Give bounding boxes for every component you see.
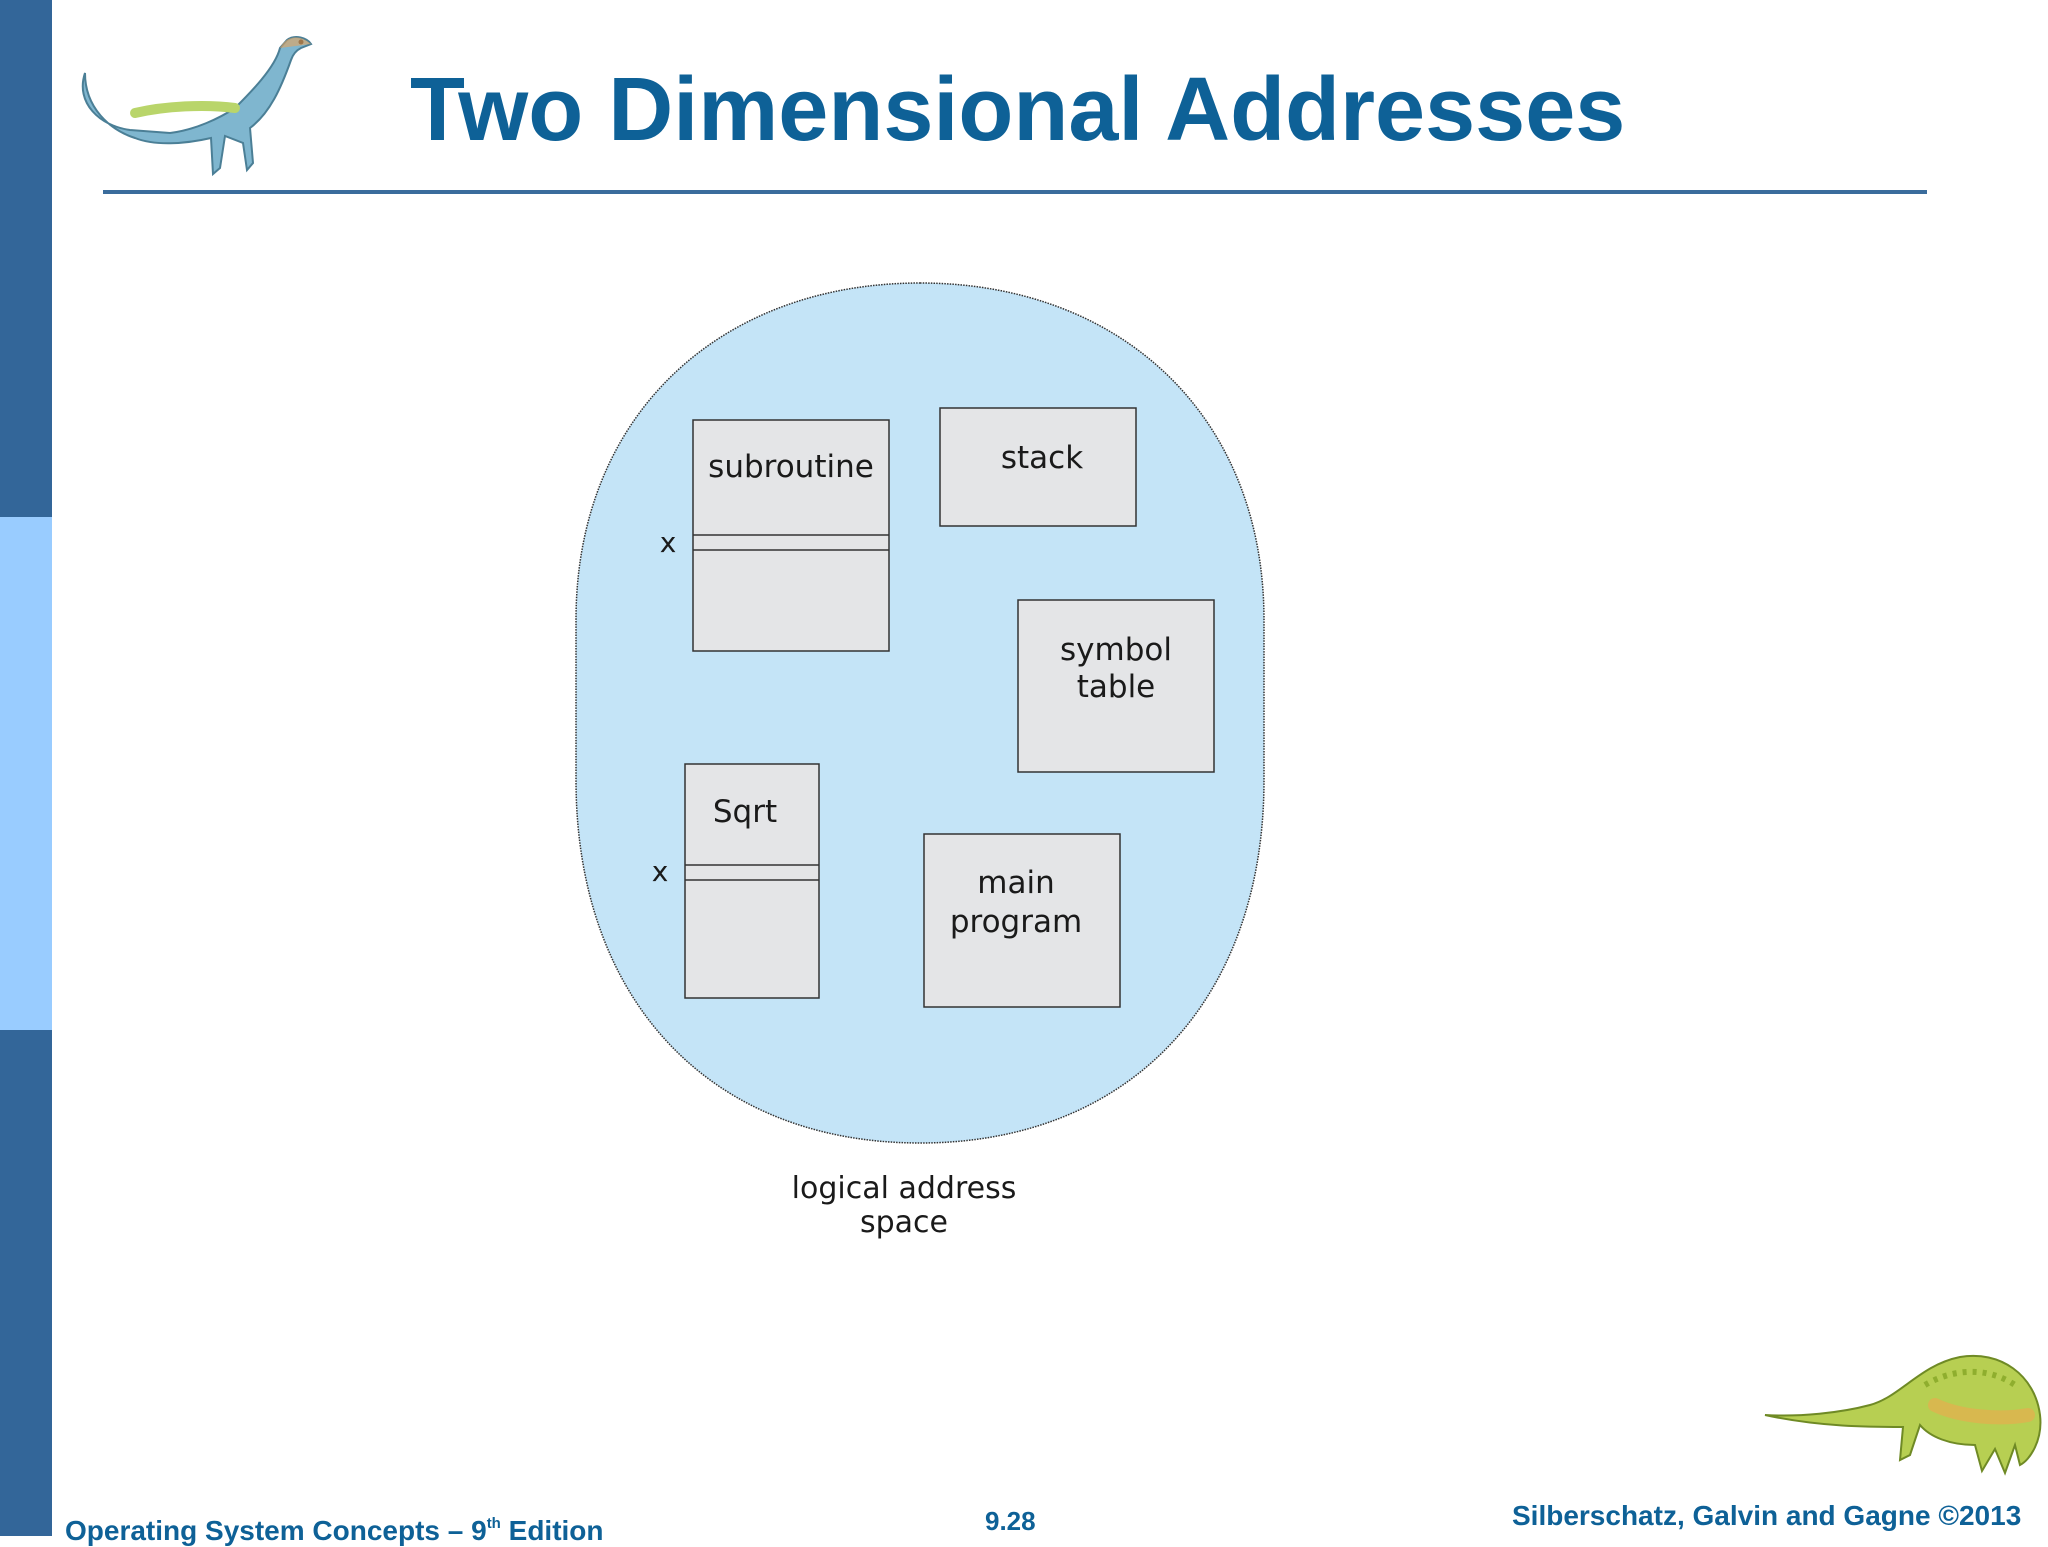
segment-label-main: main [977,865,1054,901]
segment-stack: stack [939,407,1137,527]
slide-title: Two Dimensional Addresses [410,60,1626,160]
segment-sqrt: Sqrt [684,763,820,999]
segment-label-subroutine: subroutine [708,449,874,485]
caption-logical-address: logical address [792,1171,1017,1206]
page-number: 9.28 [985,1506,1036,1536]
segment-main-program: main program [923,833,1121,1008]
segment-label-stack: stack [1001,440,1083,476]
segment-label-sqrt: Sqrt [713,794,777,830]
footer-book-title: Operating System Concepts – 9th Edition [65,1515,604,1546]
offset-marker-subroutine: x [660,526,677,559]
caption-space: space [860,1205,948,1240]
segment-label-program: program [950,904,1082,940]
segment-label-table: table [1077,669,1156,705]
offset-marker-sqrt: x [652,855,669,888]
footer-authors: Silberschatz, Galvin and Gagne ©2013 [1512,1500,2022,1531]
segment-symbol-table: symbol table [1017,599,1215,773]
segment-subroutine: subroutine [692,419,890,652]
segment-label-symbol: symbol [1060,632,1172,668]
dinosaur-logo-bottom [1764,1354,2042,1476]
title-divider [103,190,1927,194]
logical-address-space-diagram: subroutine x stack symbol table Sqrt x m… [560,280,1280,1260]
left-sidebar-highlight [0,517,52,1030]
dinosaur-logo-top [81,36,313,177]
left-sidebar [0,0,52,1536]
